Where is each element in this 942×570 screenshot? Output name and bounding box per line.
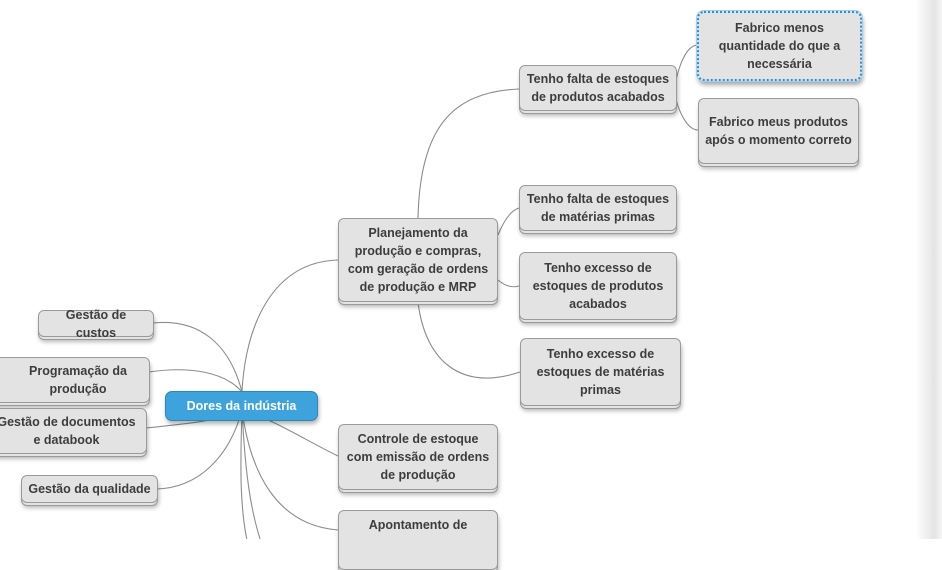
topic-apontamento[interactable]: Apontamento de bbox=[338, 510, 498, 570]
connector-extra-1 bbox=[241, 409, 261, 539]
connector-extra-2 bbox=[240, 409, 248, 539]
subtopic-falta-produtos-acabados[interactable]: Tenho falta de estoques de produtos acab… bbox=[519, 65, 677, 111]
connector-apontamento bbox=[241, 409, 339, 531]
leaf-label: Fabrico meus produtos após o momento cor… bbox=[705, 115, 852, 147]
topic-label: Gestão de custos bbox=[65, 307, 127, 340]
topic-planejamento[interactable]: Planejamento da produção e compras, com … bbox=[338, 218, 498, 302]
subtopic-label: Tenho falta de estoques de matérias prim… bbox=[526, 192, 670, 224]
connector-excesso-acabados bbox=[497, 279, 520, 288]
connector-programacao bbox=[148, 369, 243, 393]
topic-gestao-qualidade[interactable]: Gestão da qualidade bbox=[21, 475, 158, 503]
topic-gestao-documentos[interactable]: Gestão de documentos e databook bbox=[0, 408, 147, 454]
topic-controle-estoque[interactable]: Controle de estoque com emissão de orden… bbox=[338, 424, 498, 490]
leaf-fabrico-menos-quantidade[interactable]: Fabrico menos quantidade do que a necess… bbox=[697, 11, 862, 81]
subtopic-label: Tenho falta de estoques de produtos acab… bbox=[526, 72, 670, 104]
subtopic-falta-materias-primas[interactable]: Tenho falta de estoques de matérias prim… bbox=[519, 185, 677, 231]
connector-gestao-custos bbox=[152, 321, 243, 393]
topic-label: Apontamento de bbox=[368, 518, 468, 532]
connector-planejamento bbox=[241, 259, 339, 393]
connector-qualidade bbox=[155, 409, 243, 490]
topic-label: Controle de estoque com emissão de orden… bbox=[346, 432, 490, 482]
connector-excesso-mp bbox=[417, 301, 521, 379]
leaf-fabrico-apos-momento[interactable]: Fabrico meus produtos após o momento cor… bbox=[698, 98, 859, 164]
topic-label: Gestão de documentos e databook bbox=[0, 415, 136, 447]
topic-programacao-producao[interactable]: Programação da produção bbox=[0, 357, 150, 403]
connector-fabrico-menos bbox=[675, 44, 699, 81]
subtopic-excesso-materias-primas[interactable]: Tenho excesso de estoques de matérias pr… bbox=[520, 338, 681, 406]
panel-edge-shadow bbox=[916, 0, 942, 539]
topic-label: Programação da produção bbox=[29, 364, 127, 396]
topic-label: Planejamento da produção e compras, com … bbox=[347, 226, 489, 294]
central-topic[interactable]: Dores da indústria bbox=[165, 391, 318, 421]
subtopic-excesso-produtos-acabados[interactable]: Tenho excesso de estoques de produtos ac… bbox=[519, 252, 677, 320]
connector-fabrico-apos bbox=[675, 99, 699, 131]
subtopic-label: Tenho excesso de estoques de produtos ac… bbox=[532, 261, 664, 311]
topic-label: Gestão da qualidade bbox=[28, 482, 151, 496]
subtopic-label: Tenho excesso de estoques de matérias pr… bbox=[536, 347, 665, 397]
leaf-label: Fabrico menos quantidade do que a necess… bbox=[718, 21, 841, 71]
connector-falta-acabados bbox=[417, 88, 520, 219]
central-topic-label: Dores da indústria bbox=[186, 399, 297, 413]
topic-gestao-custos[interactable]: Gestão de custos bbox=[38, 308, 154, 340]
connector-falta-mp bbox=[497, 207, 520, 236]
